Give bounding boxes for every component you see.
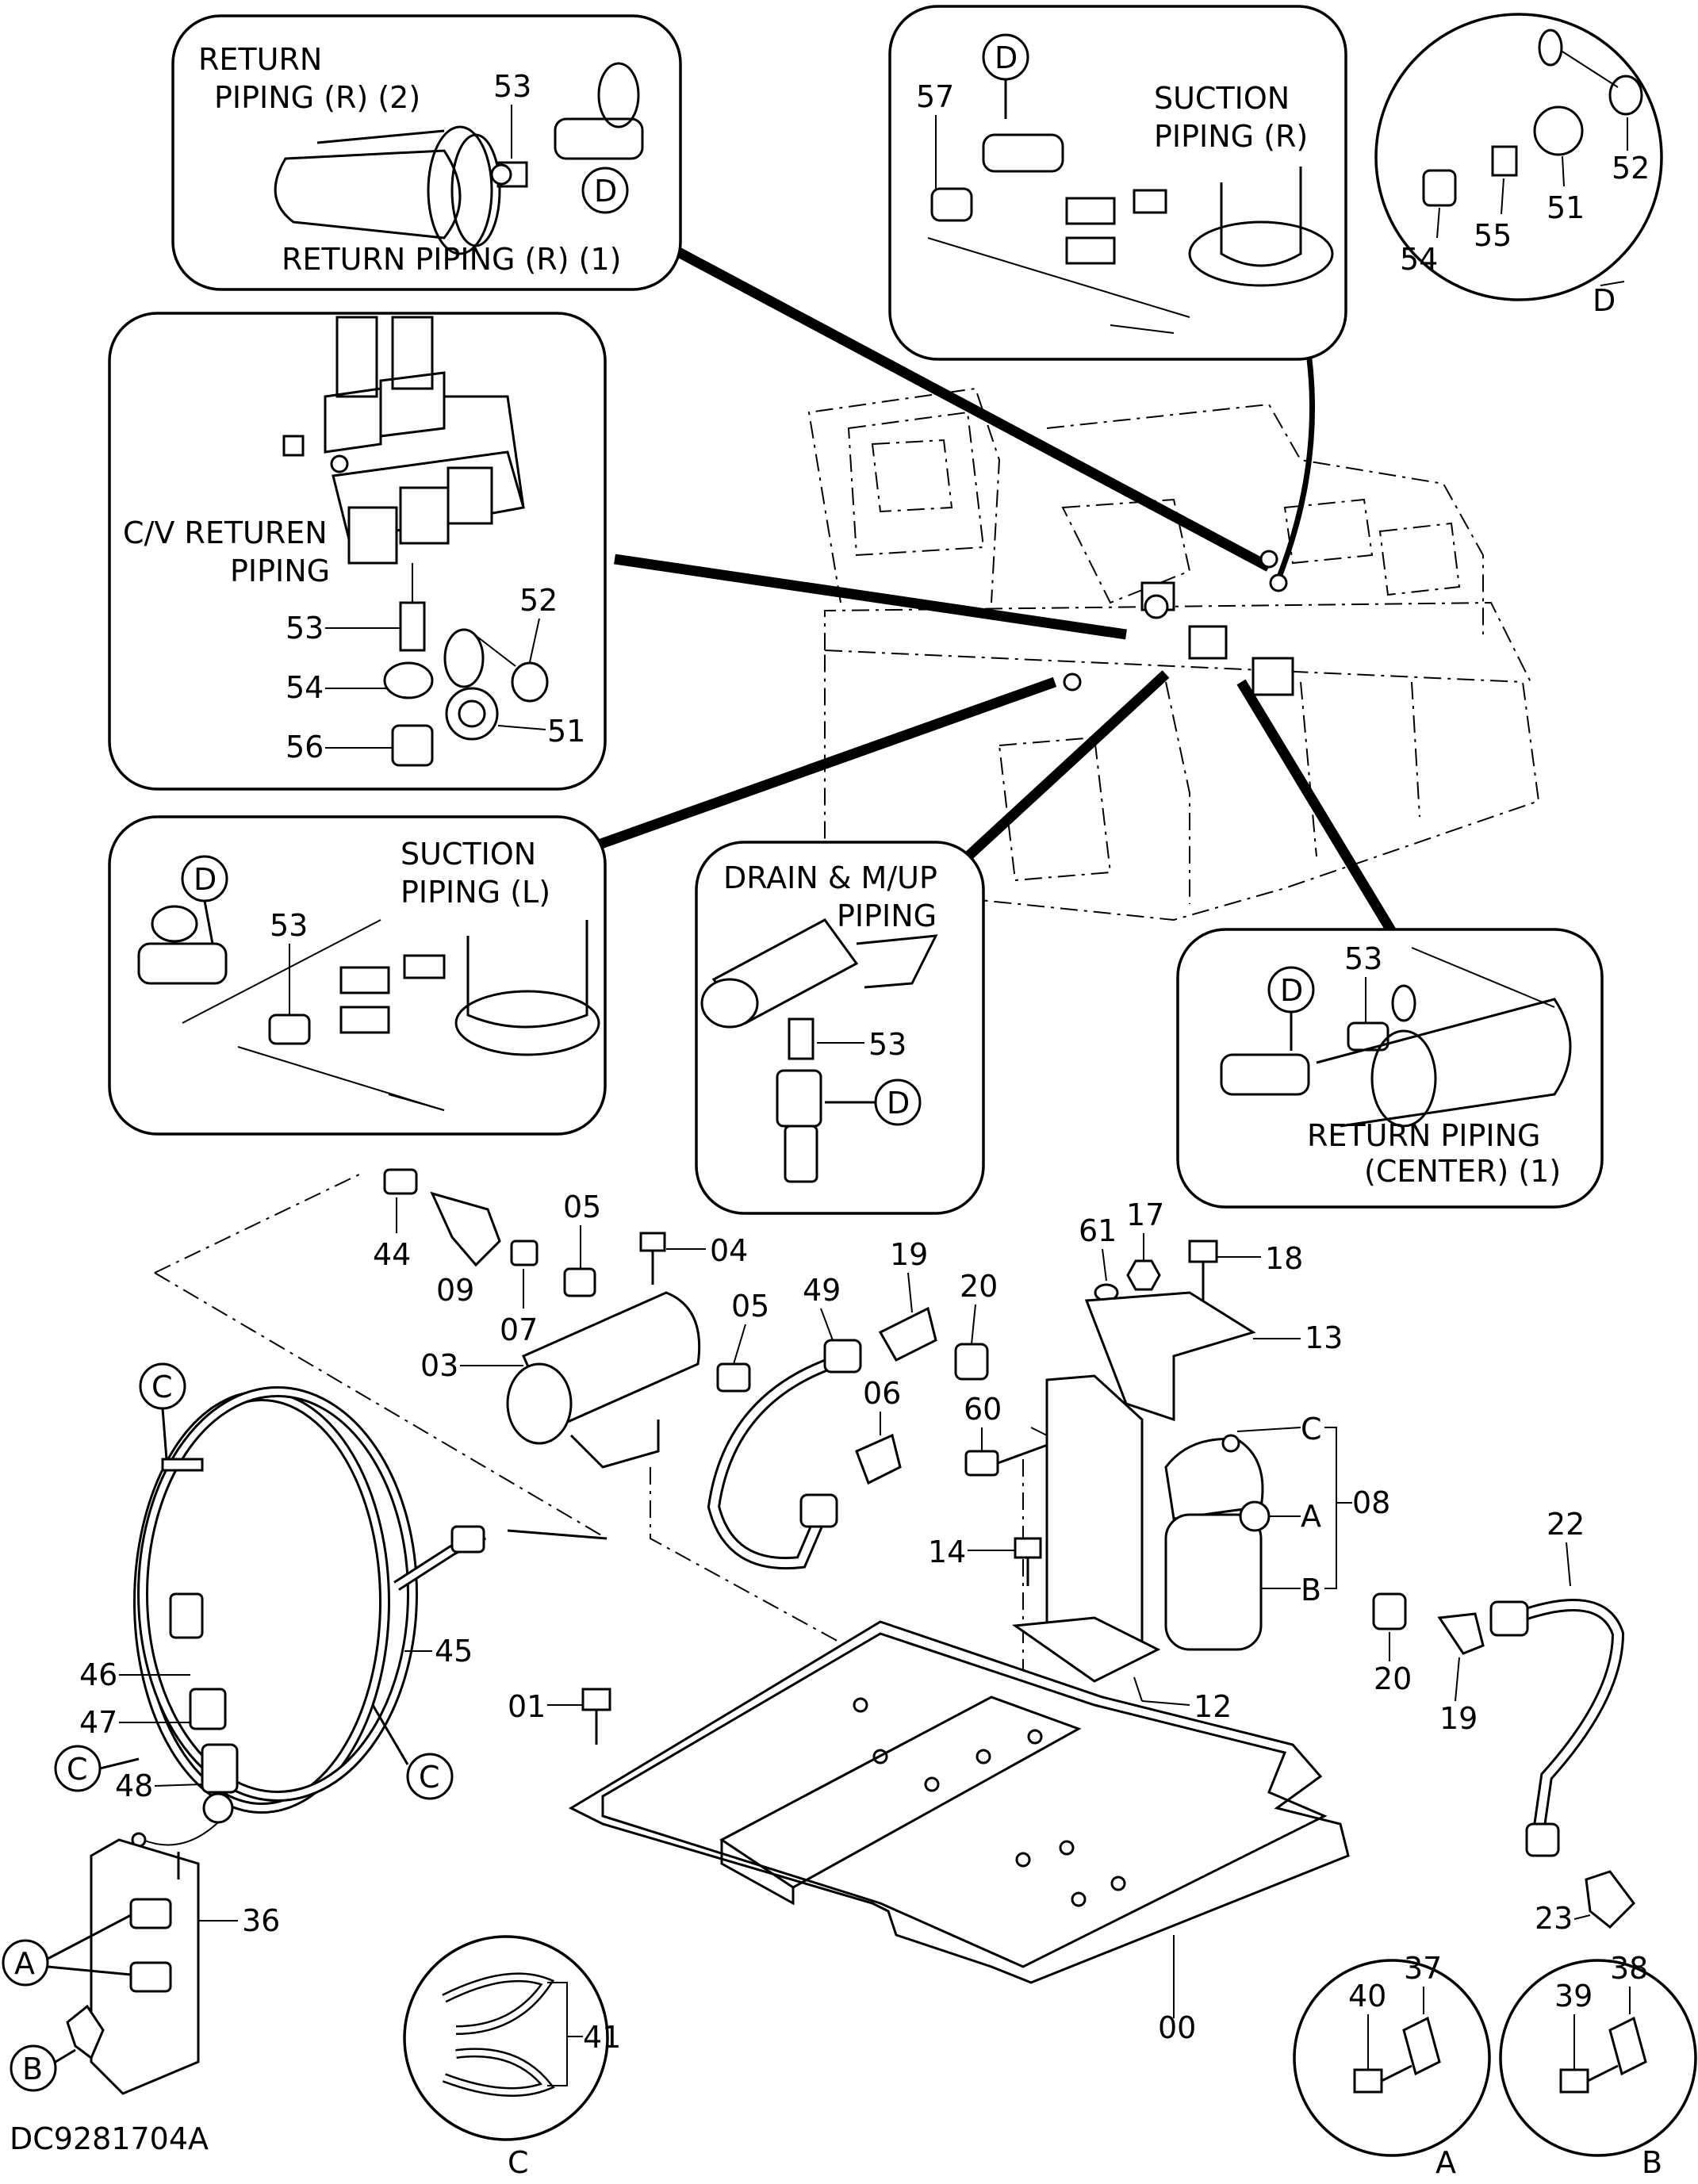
part-number-00: 00 — [1158, 2010, 1196, 2045]
detail-title-line2: PIPING — [837, 899, 937, 933]
part-number-08: 08 — [1352, 1485, 1390, 1520]
part-number-49: 49 — [803, 1273, 841, 1308]
part-number-54: 54 — [1400, 242, 1438, 277]
part-number-39: 39 — [1554, 1979, 1593, 2013]
callout-c: C — [1301, 1412, 1322, 1446]
detail-drain-mup-piping: DRAIN & M/UP PIPING 53 D — [695, 841, 985, 1215]
part-number-20: 20 — [1374, 1661, 1412, 1696]
part-number-05: 05 — [563, 1190, 601, 1224]
part-number-01: 01 — [508, 1689, 546, 1724]
part-number-19: 19 — [890, 1237, 928, 1272]
detail-suction-piping-r: SUCTION PIPING (R) D 57 — [888, 5, 1347, 361]
part-number-47: 47 — [79, 1705, 117, 1740]
part-number-57: 57 — [916, 79, 954, 114]
clamp-bracket: 36 A B — [2, 1838, 280, 2095]
callout-a: A — [14, 1946, 35, 1981]
part-number-12: 12 — [1194, 1689, 1232, 1724]
callout-d: D — [594, 174, 617, 209]
detail-title-line2: PIPING (R) (2) — [214, 80, 420, 115]
detail-return-piping-r2: RETURN PIPING (R) (2) RETURN PIPING (R) … — [171, 14, 682, 291]
part-number-52: 52 — [1612, 151, 1650, 186]
view-letter-c: C — [508, 2145, 529, 2180]
detail-title-line1: SUCTION — [1154, 81, 1290, 116]
callout-b: B — [1301, 1573, 1321, 1607]
detail-title-line2: PIPING (L) — [401, 875, 550, 910]
detail-title-line1: SUCTION — [401, 837, 536, 872]
part-number-51: 51 — [547, 714, 585, 749]
part-number-36: 36 — [242, 1903, 280, 1938]
drawing-code: DC9281704A — [10, 2121, 209, 2156]
machine-upperstructure — [807, 387, 1540, 921]
part-number-23: 23 — [1535, 1901, 1573, 1936]
detail-cv-return-piping: C/V RETUREN PIPING 53 54 52 51 56 — [108, 312, 607, 791]
part-number-53: 53 — [868, 1027, 906, 1062]
detail-c: 41 C — [403, 1935, 621, 2180]
part-number-48: 48 — [115, 1768, 153, 1803]
detail-title-line2: PIPING — [230, 554, 330, 588]
part-number-56: 56 — [286, 730, 324, 764]
part-number-55: 55 — [1474, 218, 1512, 253]
part-number-53: 53 — [270, 908, 308, 943]
detail-title-line1: DRAIN & M/UP — [723, 860, 937, 895]
part-number-40: 40 — [1348, 1979, 1386, 2013]
part-number-03: 03 — [420, 1348, 458, 1383]
callout-a: A — [1301, 1499, 1321, 1534]
detail-title-line1: RETURN PIPING — [1307, 1118, 1540, 1153]
callout-c: C — [151, 1370, 173, 1404]
callout-d: D — [1280, 973, 1303, 1008]
detail-title-line1: RETURN — [198, 42, 322, 77]
part-number-61: 61 — [1079, 1213, 1117, 1248]
part-number-54: 54 — [286, 670, 324, 705]
part-number-38: 38 — [1610, 1951, 1648, 1986]
part-number-18: 18 — [1265, 1241, 1303, 1276]
cable-assembly: 45 46 47 48 C C C — [54, 1362, 608, 1848]
part-number-07: 07 — [500, 1312, 538, 1347]
view-letter-a: A — [1435, 2145, 1456, 2180]
part-number-45: 45 — [435, 1634, 473, 1669]
part-number-41: 41 — [583, 2020, 621, 2055]
callout-c: C — [419, 1760, 440, 1795]
part-number-51: 51 — [1547, 190, 1585, 225]
part-number-04: 04 — [710, 1233, 748, 1268]
callout-d: D — [995, 40, 1018, 75]
view-letter-b: B — [1642, 2145, 1662, 2180]
detail-d: 54 55 51 52 D — [1374, 13, 1663, 318]
part-number-60: 60 — [964, 1392, 1002, 1427]
part-number-20: 20 — [960, 1269, 998, 1304]
main-assembly: 44 09 07 05 04 03 05 49 19 — [154, 1168, 1635, 2045]
part-number-09: 09 — [436, 1273, 474, 1308]
part-number-53: 53 — [1344, 941, 1382, 976]
part-number-22: 22 — [1547, 1507, 1585, 1542]
detail-caption: RETURN PIPING (R) (1) — [282, 242, 622, 277]
part-number-17: 17 — [1126, 1197, 1164, 1232]
part-number-52: 52 — [519, 583, 558, 618]
part-number-06: 06 — [863, 1376, 901, 1411]
callout-d: D — [194, 862, 217, 897]
part-number-14: 14 — [928, 1535, 966, 1569]
part-number-37: 37 — [1404, 1951, 1442, 1986]
detail-title-line1: C/V RETUREN — [123, 515, 328, 550]
detail-return-piping-center: RETURN PIPING (CENTER) (1) D 53 — [1176, 928, 1604, 1209]
part-number-53: 53 — [286, 611, 324, 646]
callout-b: B — [22, 2052, 43, 2086]
part-number-13: 13 — [1305, 1320, 1343, 1355]
part-number-05: 05 — [731, 1289, 769, 1324]
view-letter-d: D — [1593, 283, 1616, 318]
callout-c: C — [67, 1752, 88, 1787]
detail-title-line2: (CENTER) (1) — [1364, 1154, 1561, 1189]
detail-a: 40 37 A — [1293, 1951, 1491, 2180]
detail-suction-piping-l: SUCTION PIPING (L) D 53 — [108, 815, 607, 1136]
part-number-44: 44 — [373, 1237, 411, 1272]
callout-d: D — [887, 1086, 910, 1121]
detail-b: 39 38 B — [1499, 1951, 1697, 2180]
part-number-46: 46 — [79, 1657, 117, 1692]
part-number-19: 19 — [1439, 1701, 1478, 1736]
detail-title-line2: PIPING (R) — [1154, 119, 1308, 154]
part-number-53: 53 — [493, 69, 531, 104]
detail-leader-lines — [596, 245, 1397, 935]
